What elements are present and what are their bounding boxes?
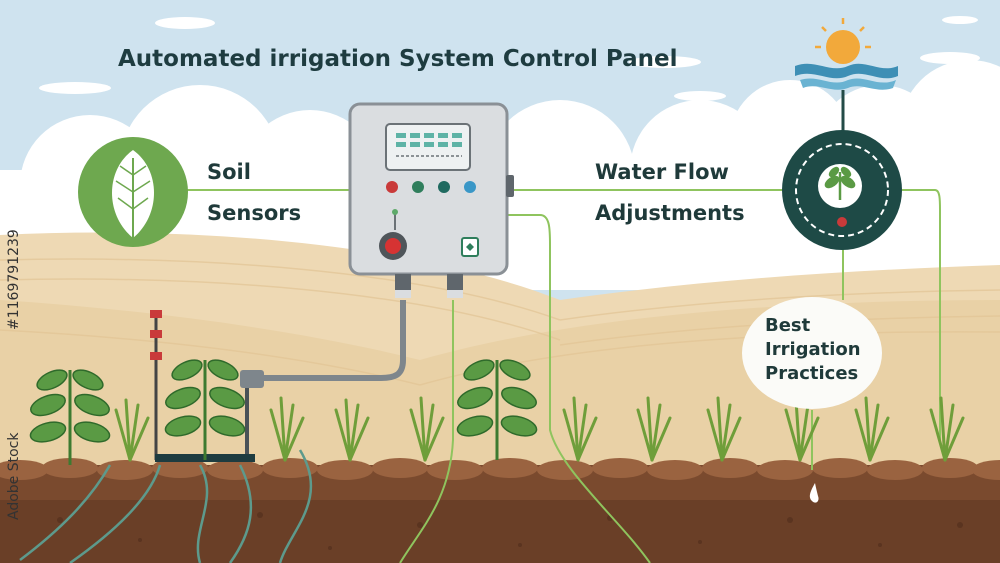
sun-icon	[815, 18, 871, 64]
soil-specks	[57, 512, 963, 550]
water-flow-sensor	[782, 130, 902, 250]
page-title: Automated irrigation System Control Pane…	[118, 46, 678, 72]
best-practices-line3: Practices	[765, 363, 859, 384]
grey-pipe	[250, 300, 406, 381]
leafy-plants	[29, 359, 538, 465]
water-wave-icon	[795, 63, 898, 90]
sprout-icon	[824, 166, 856, 200]
indicator-blue	[464, 181, 476, 193]
soil-top-lumps	[0, 458, 1000, 480]
best-practices-line1: Best	[765, 315, 811, 336]
side-latch	[506, 175, 514, 197]
water-drop-icon	[809, 483, 819, 503]
connection-wires	[185, 189, 941, 563]
best-practices-label: Best Irrigation Practices	[765, 314, 861, 386]
indicator-green	[412, 181, 424, 193]
indicator-teal	[438, 181, 450, 193]
underground-tubes	[19, 449, 313, 563]
leaf-icon	[112, 150, 154, 240]
soil-sensors-label-line1: Soil	[207, 160, 251, 184]
water-flow-label-line2: Adjustments	[595, 201, 745, 225]
stock-brand: Adobe Stock	[6, 432, 22, 520]
best-practices-bubble	[742, 297, 882, 409]
power-button-icon	[379, 232, 407, 260]
soil-sensor-badge	[78, 137, 188, 247]
control-panel	[348, 102, 514, 298]
indicator-red	[386, 181, 398, 193]
grass-tufts	[114, 396, 965, 462]
soil-sensors-label-line2: Sensors	[207, 201, 302, 225]
water-flow-label-line1: Water Flow	[595, 160, 729, 184]
pipe-joint	[240, 370, 264, 388]
stock-id: #1169791239	[6, 229, 22, 330]
best-practices-line2: Irrigation	[765, 339, 861, 360]
soil-deep	[0, 500, 1000, 563]
